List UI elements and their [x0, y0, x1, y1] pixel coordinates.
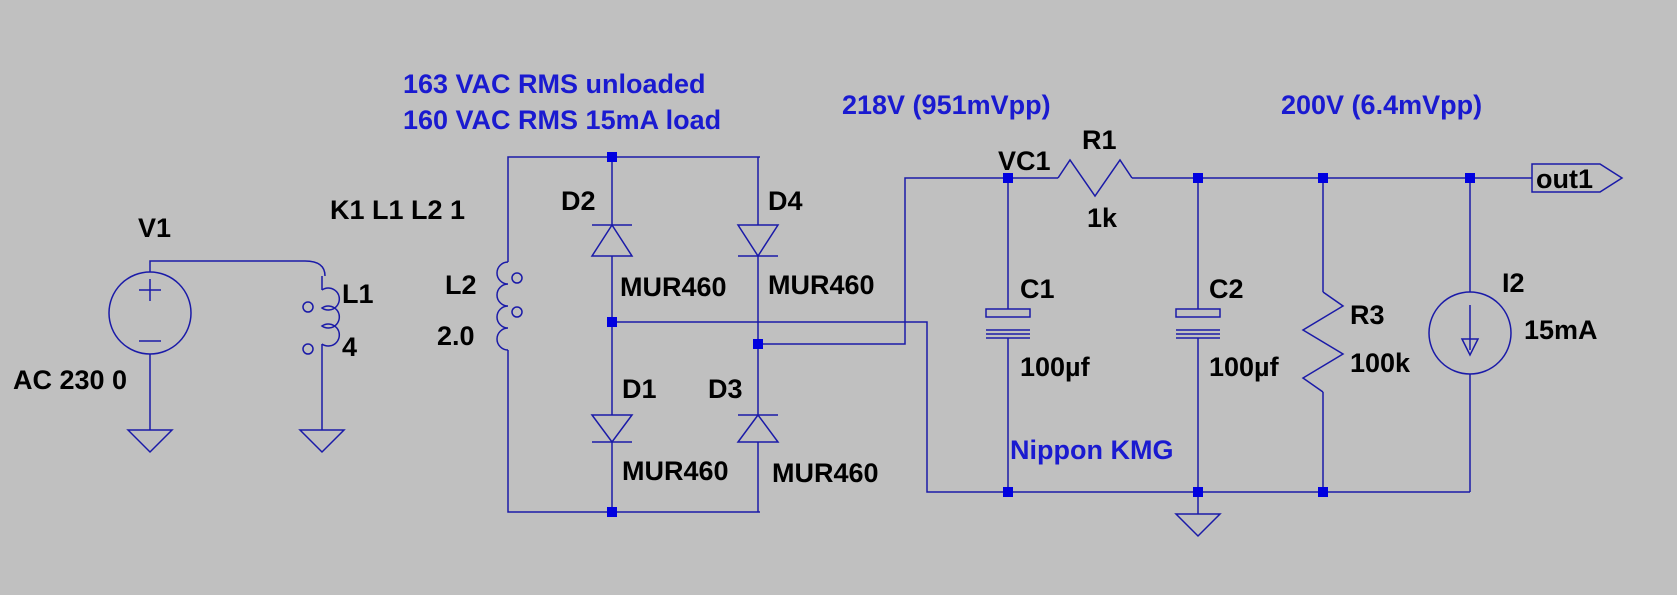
c1-name: C1 — [1020, 274, 1055, 304]
out1-net-label: out1 — [1536, 164, 1593, 194]
c2-capacitor[interactable] — [1175, 308, 1221, 339]
out1-port-flag[interactable] — [1531, 163, 1624, 193]
ground-symbol-l1 — [298, 429, 346, 454]
i2-value: 15mA — [1524, 315, 1598, 345]
junction-bridge-neg — [607, 317, 617, 327]
d2-triangle — [590, 223, 634, 257]
d1-name: D1 — [622, 374, 657, 404]
annotation-out-voltage: 200V (6.4mVpp) — [1281, 90, 1482, 120]
d3-value: MUR460 — [772, 458, 879, 488]
junction-bridge-bot — [607, 507, 617, 517]
junction-i2-top — [1465, 173, 1475, 183]
l1-value: 4 — [342, 332, 357, 362]
l1-coils — [320, 287, 341, 347]
d4-name: D4 — [768, 186, 803, 216]
junction-bridge-pos — [753, 339, 763, 349]
junction-r3-gnd — [1318, 487, 1328, 497]
l2-dot-bot — [511, 306, 523, 318]
d1-diode[interactable] — [590, 414, 634, 444]
l2-inductor[interactable] — [496, 261, 523, 351]
annotation-vac-unloaded: 163 VAC RMS unloaded — [403, 69, 706, 99]
l2-name: L2 — [445, 270, 477, 300]
r1-value: 1k — [1087, 203, 1118, 233]
wire-positive-rail — [758, 177, 1008, 345]
v1-source[interactable] — [108, 271, 192, 355]
i2-name: I2 — [1502, 268, 1525, 298]
d3-triangle — [736, 413, 780, 443]
junction-r3-top — [1318, 173, 1328, 183]
d3-name: D3 — [708, 374, 743, 404]
junction-c2-top — [1193, 173, 1203, 183]
d3-diode[interactable] — [736, 413, 780, 443]
junction-c2-gnd — [1193, 487, 1203, 497]
c2-plate-top — [1175, 308, 1221, 318]
c1-plate-top — [985, 308, 1031, 318]
junction-c1-gnd — [1003, 487, 1013, 497]
d1-triangle — [590, 414, 634, 444]
wire-v1-l1 — [149, 260, 326, 277]
vc1-net-label: VC1 — [998, 146, 1051, 176]
i2-current-source[interactable] — [1428, 291, 1512, 375]
junction-bridge-top — [607, 152, 617, 162]
c1-capacitor[interactable] — [985, 308, 1031, 339]
l1-name: L1 — [342, 279, 374, 309]
c2-value: 100µf — [1209, 352, 1280, 382]
l1-dot-bot — [302, 343, 314, 355]
i2-arrow-head — [1460, 338, 1480, 357]
d4-diode[interactable] — [736, 224, 780, 258]
wire-negative-rail — [612, 321, 1008, 493]
l1-inductor[interactable] — [302, 287, 341, 355]
l2-value: 2.0 — [437, 321, 475, 351]
d2-value: MUR460 — [620, 272, 727, 302]
l1-dot-top — [302, 301, 314, 313]
r1-resistor[interactable] — [1057, 158, 1133, 198]
r3-resistor[interactable] — [1301, 291, 1345, 393]
annotation-cap-brand: Nippon KMG — [1010, 435, 1173, 465]
c1-value: 100µf — [1020, 352, 1091, 382]
c2-name: C2 — [1209, 274, 1244, 304]
r3-value: 100k — [1350, 348, 1411, 378]
wire-l2-top — [507, 156, 612, 262]
coupling-directive: K1 L1 L2 1 — [330, 195, 465, 225]
d2-name: D2 — [561, 186, 596, 216]
r1-name: R1 — [1082, 125, 1117, 155]
annotation-vc1-voltage: 218V (951mVpp) — [842, 90, 1051, 120]
d4-triangle — [736, 224, 780, 258]
annotation-vac-loaded: 160 VAC RMS 15mA load — [403, 105, 721, 135]
l2-coils — [496, 261, 509, 351]
v1-value: AC 230 0 — [13, 365, 127, 395]
junctions — [607, 152, 1475, 517]
l2-dot-top — [511, 272, 523, 284]
d4-value: MUR460 — [768, 270, 875, 300]
ground-symbol-v1 — [126, 429, 174, 454]
v1-name: V1 — [138, 213, 171, 243]
d1-value: MUR460 — [622, 456, 729, 486]
wire-l2-bot — [507, 350, 612, 513]
r3-name: R3 — [1350, 300, 1385, 330]
ground-symbol-main — [1174, 513, 1222, 538]
d2-diode[interactable] — [590, 223, 634, 257]
junction-vc1 — [1003, 173, 1013, 183]
